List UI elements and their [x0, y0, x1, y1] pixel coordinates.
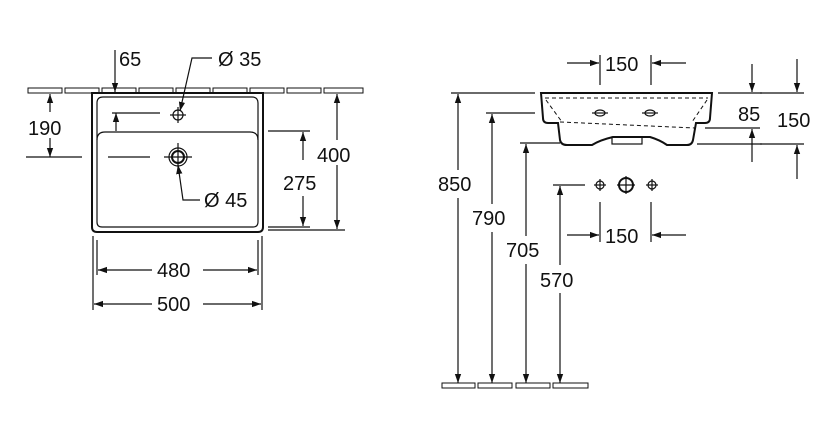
- side-view: 150 150 850 790 705 570: [438, 54, 810, 389]
- basin-side-outline: [539, 92, 714, 146]
- basin-rim: [96, 96, 259, 228]
- dim-label-top-height: 850: [438, 174, 471, 196]
- basin-outline: [91, 92, 264, 233]
- dim-label-bowl-height: 85: [738, 104, 760, 126]
- dim-label-bowl-bottom-height: 790: [472, 208, 505, 230]
- dim-label-tap-hole-diameter: Ø 35: [218, 49, 261, 71]
- dim-label-hole-spacing-top: 150: [605, 54, 638, 76]
- dim-label-width: 500: [157, 294, 190, 316]
- dim-label-drain-from-wall: 190: [28, 118, 61, 140]
- bowl-back-edge: [96, 131, 259, 141]
- dim-label-drain-to-front: 275: [283, 173, 316, 195]
- leader-tap-hole: [178, 57, 212, 112]
- dim-label-overall-height: 150: [777, 110, 810, 132]
- tap-hole: [170, 107, 186, 123]
- side-tap-hole-left: [592, 109, 608, 117]
- top-view: 65 Ø 35 190 Ø 45 275 400 480: [26, 49, 364, 316]
- dim-label-inner-width: 480: [157, 260, 190, 282]
- dim-label-tap-offset: 65: [119, 49, 141, 71]
- dim-label-drain-diameter: Ø 45: [204, 190, 247, 212]
- floor-strip: [441, 382, 589, 389]
- side-tap-hole-right: [642, 109, 658, 117]
- dim-label-hole-spacing-bottom: 150: [605, 226, 638, 248]
- dim-label-underside-height: 705: [506, 240, 539, 262]
- supply-holes: [594, 176, 658, 194]
- dim-label-supply-height: 570: [540, 270, 573, 292]
- wall-strip: [27, 87, 364, 94]
- leader-drain: [176, 164, 200, 201]
- dim-label-depth: 400: [317, 145, 350, 167]
